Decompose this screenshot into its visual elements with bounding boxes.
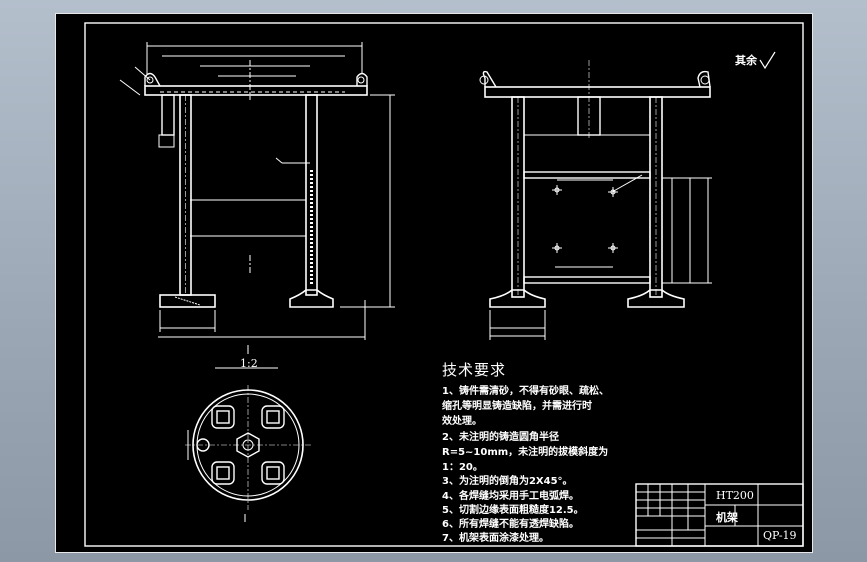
technical-requirement-line: 2、未注明的铸造圆角半径 [442,432,559,443]
technical-requirement-line: 7、机架表面涂漆处理。 [442,533,549,544]
title-block-part-name: 机架 [716,511,738,524]
technical-requirement-line: 1：20。 [442,462,483,473]
top-view [185,345,312,522]
technical-requirement-line: 4、各焊缝均采用手工电弧焊。 [442,491,579,502]
side-view [479,60,712,340]
technical-requirement-line: R=5~10mm，未注明的拔模斜度为 [442,447,609,458]
technical-requirement-line: 6、所有焊缝不能有透焊缺陷。 [442,519,579,530]
technical-requirements-title: 技术要求 [442,361,507,379]
inner-border [84,22,804,547]
roughness-symbol [759,51,776,70]
section-scale-label: 1:2 [240,357,258,370]
technical-requirement-line: 3、为注明的倒角为2X45°。 [442,476,573,487]
technical-requirement-line: 效处理。 [442,416,482,427]
front-view [119,42,395,340]
title-block [635,483,804,547]
title-block-drawing-number: QP-19 [763,529,797,542]
roughness-label: 其余 [735,54,757,67]
technical-requirement-line: 5、切割边缘表面粗糙度12.5。 [442,505,584,516]
technical-requirement-line: 缩孔等明显铸造缺陷，并需进行时 [442,401,592,412]
technical-requirement-line: 1、铸件需清砂，不得有砂眼、疏松、 [442,386,609,397]
title-block-material: HT200 [716,489,754,502]
